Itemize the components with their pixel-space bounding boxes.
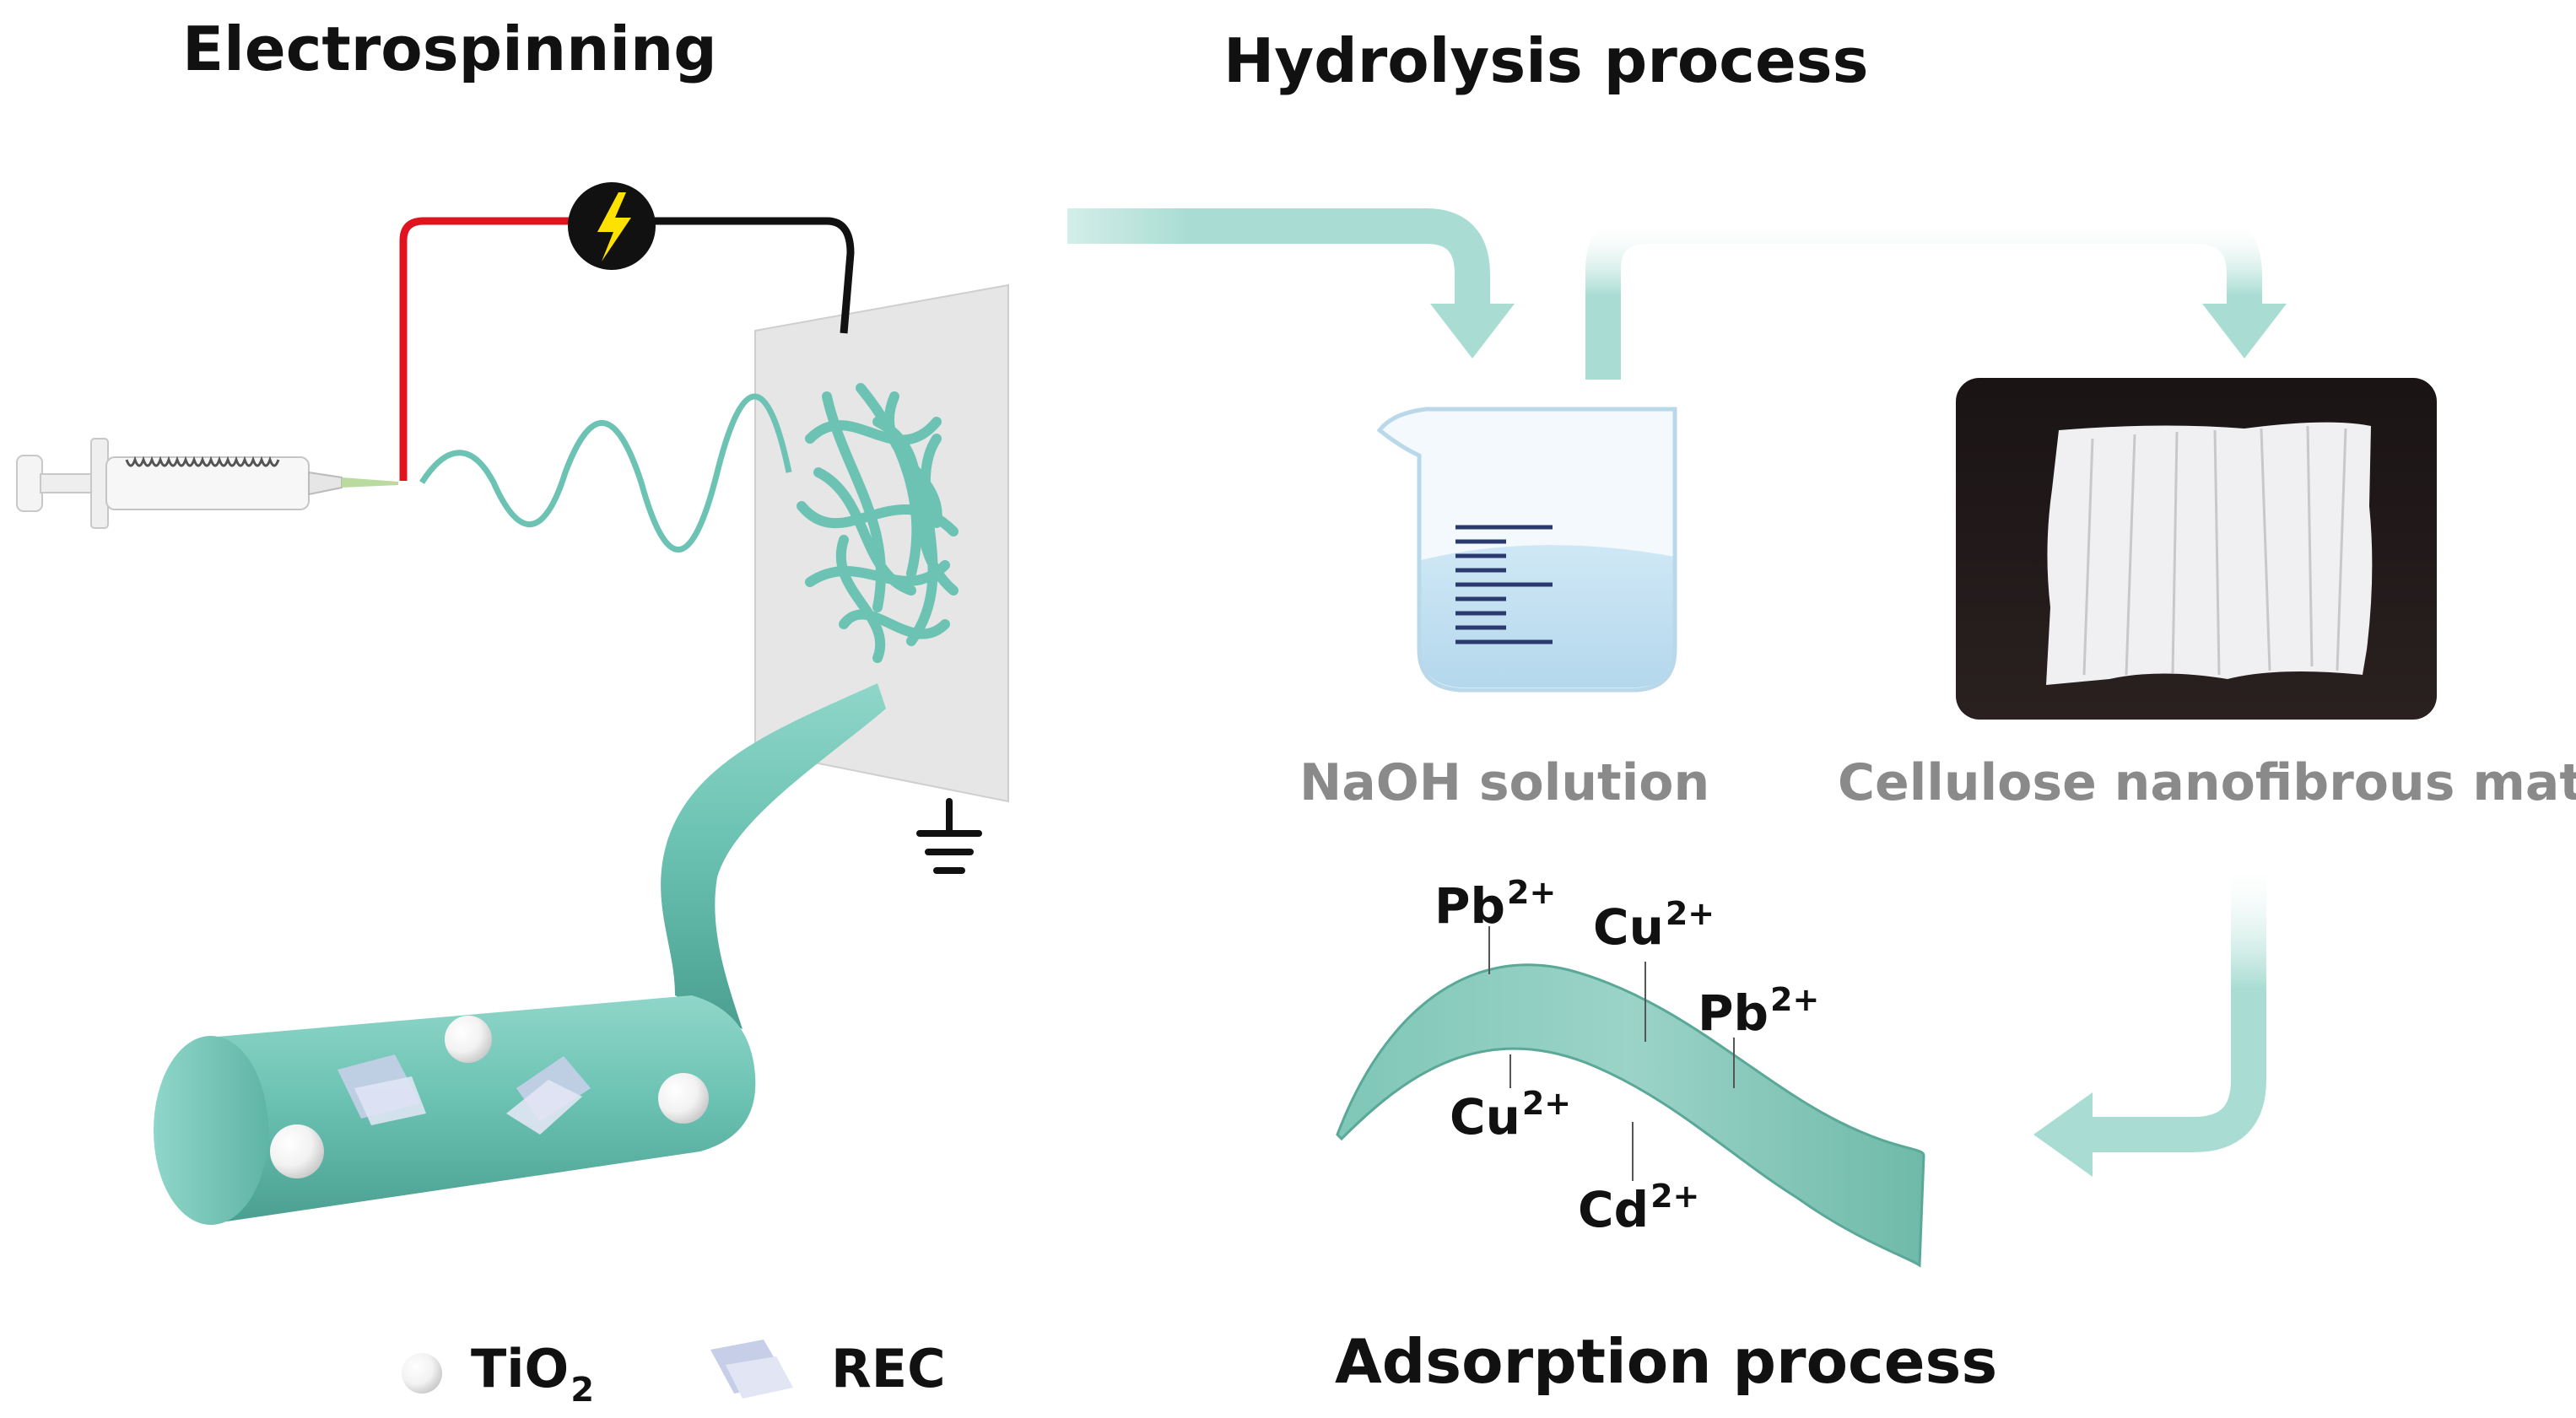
fiber-mat-tangle [797,383,959,663]
fiber-body [207,995,756,1223]
beaker-icon [1376,407,1677,693]
electrospinning-heading: Electrospinning [182,13,717,84]
legend-rec-label: REC [831,1338,946,1399]
legend-rec-icon [710,1340,793,1399]
arrow-to-adsorption-head [2033,1092,2093,1177]
electrospinning-setup [16,182,1009,1225]
tio2-particle [270,1124,324,1178]
mats-caption: Cellulose nanofibrous mats [1838,753,2576,812]
magnified-fiber [154,683,886,1225]
mat-wrinkles [2082,425,2347,676]
arrow-to-adsorption [2093,869,2266,1152]
ion-label: Pb2+ [1434,874,1557,935]
ion-label: Cu2+ [1450,1085,1572,1146]
naoh-caption: NaOH solution [1299,753,1710,812]
arrow-to-mats-head [2202,304,2287,359]
rec-flake [338,1054,426,1125]
ion-leader-lines [1488,926,1735,1181]
ion-label: Cd2+ [1578,1178,1700,1238]
beaker-glass [1376,407,1677,693]
cellulose-mat [2046,422,2373,685]
tio2-particle [445,1016,492,1063]
adsorption-sheet [1336,926,1925,1268]
legend-tio2-icon [402,1353,442,1394]
beaker-graduations [1455,525,1553,644]
arrow-to-hydrolysis [1067,208,1490,304]
negative-wire [645,217,855,334]
beaker-water [1418,545,1675,687]
positive-wire [399,217,578,481]
syringe-icon [16,438,398,529]
ground-icon [916,798,982,874]
hydrolysis-heading: Hydrolysis process [1223,25,1869,96]
fiber-cross-section [154,1036,268,1225]
sheet-surface [1336,963,1925,1268]
adsorption-heading: Adsorption process [1335,1326,1998,1397]
arrow-to-mats [1585,208,2262,380]
flow-arrows [1067,208,2287,1177]
power-source-icon [568,182,656,270]
rec-flake [506,1056,591,1135]
arrow-to-hydrolysis-head [1430,304,1515,359]
tio2-particle [658,1073,709,1124]
fiber-tail [661,683,886,1029]
electrospinning-jet [419,393,792,553]
ion-label: Pb2+ [1698,981,1820,1042]
cellulose-mat-photo [1956,378,2437,720]
legend-tio2-label: TiO2 [471,1338,595,1410]
ion-label: Cu2+ [1593,895,1715,956]
